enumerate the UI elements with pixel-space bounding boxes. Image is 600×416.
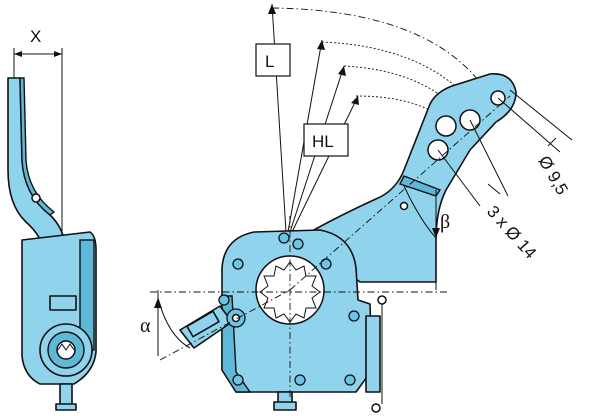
large-hole-leader-1 — [469, 119, 509, 197]
alpha-label: α — [140, 315, 151, 337]
arc-hl-2 — [343, 65, 461, 113]
x-arrow-right — [54, 51, 62, 57]
adjuster-nut-center — [231, 313, 241, 323]
alpha-arrow — [154, 298, 162, 308]
small-hole-tick — [547, 137, 557, 147]
hl-arrow-1 — [317, 40, 325, 50]
bolt-4 — [294, 374, 306, 386]
beta-arc — [403, 185, 437, 239]
x-label: X — [30, 27, 41, 46]
l-box — [255, 43, 291, 77]
bolt-2 — [218, 294, 230, 306]
l-line — [271, 3, 287, 233]
bolt-5 — [344, 374, 356, 386]
side-bottom-pin — [59, 383, 73, 407]
small-hole-label: Ø 9,5 — [535, 153, 572, 199]
hl-line-3 — [291, 95, 359, 233]
side-rod — [365, 315, 381, 393]
hl-arrow-2 — [338, 66, 346, 76]
hl-label: HL — [312, 132, 334, 151]
x-arrow-left — [14, 51, 22, 57]
front-view: β α Ø 9,5 3 x Ø 14 L HL — [140, 3, 573, 413]
hl-arrow-3 — [351, 96, 359, 105]
l-label: L — [265, 52, 274, 71]
small-hole-leader-1 — [497, 97, 561, 153]
arc-hl-1 — [321, 41, 471, 101]
bottom-fitting-head — [273, 401, 297, 411]
bolt-1 — [232, 258, 244, 270]
side-arm-edge — [19, 77, 56, 216]
large-hole-tick — [487, 183, 501, 195]
l-arrow — [268, 4, 276, 14]
side-cap-logo — [57, 343, 75, 351]
side-rod-eye — [377, 295, 387, 305]
large-holes-label: 3 x Ø 14 — [483, 202, 540, 262]
lever-axis — [289, 95, 511, 291]
adjuster-hex — [186, 310, 220, 338]
alpha-arc — [157, 297, 191, 349]
side-rod-ring — [371, 403, 381, 413]
large-hole-leader-2 — [437, 149, 481, 207]
side-arm-hole — [31, 193, 41, 203]
side-neck — [49, 295, 77, 311]
alpha-axis — [159, 289, 291, 361]
side-bottom-pin-head — [55, 403, 77, 411]
arc-l — [271, 7, 479, 81]
hole-large-2 — [435, 115, 457, 137]
small-hole-leader-2 — [509, 89, 573, 141]
bolt-6 — [320, 258, 332, 270]
bolt-9 — [292, 238, 304, 250]
beta-arrow — [432, 228, 440, 238]
bolt-8 — [278, 232, 290, 244]
lever-small-slot — [399, 201, 409, 211]
bolt-7 — [348, 310, 360, 322]
beta-label: β — [440, 211, 450, 233]
hl-box — [303, 123, 349, 157]
side-view: X — [7, 27, 97, 411]
bolt-3 — [232, 374, 244, 386]
